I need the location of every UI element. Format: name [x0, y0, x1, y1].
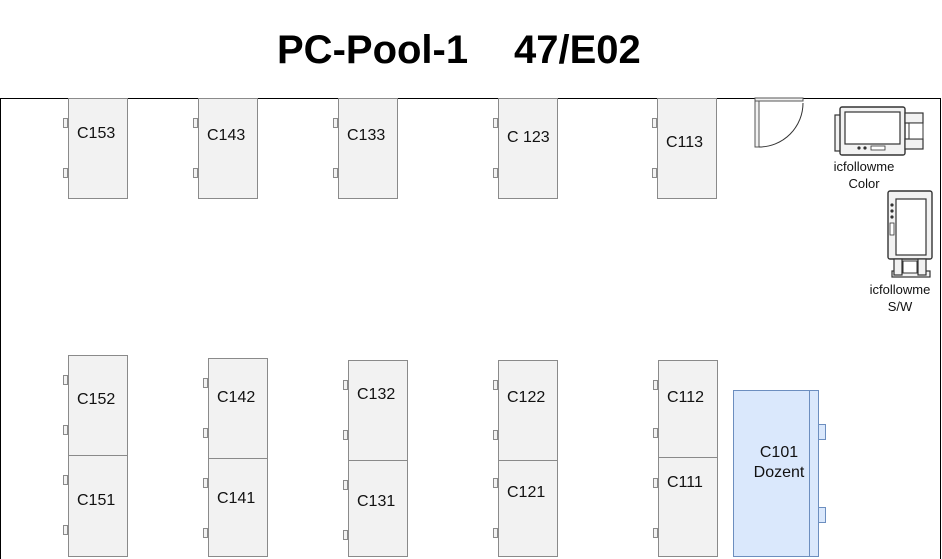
desk-label: C111: [667, 474, 703, 491]
desk-label: C152: [77, 391, 116, 408]
chair-tab: [493, 478, 498, 488]
desk-label: C141: [217, 490, 256, 507]
chair-tab: [203, 378, 208, 388]
desk-label: C151: [77, 492, 116, 509]
teacher-desk-role: Dozent: [753, 464, 805, 481]
door-icon: [754, 97, 804, 148]
room-name: PC-Pool-1: [277, 28, 469, 72]
chair-tab: [343, 480, 348, 490]
chair-tab: [493, 430, 498, 440]
desk-bottom-upper-2[interactable]: C142: [208, 358, 268, 459]
chair-tab: [818, 507, 826, 523]
desk-label: C112: [667, 389, 705, 406]
desk-label: C 123: [507, 129, 550, 146]
printer-type: Color: [848, 176, 880, 191]
desk-label: C143: [207, 127, 246, 144]
teacher-desk-id: C101: [759, 444, 799, 461]
printer-icon: [887, 190, 933, 278]
desk-top-5[interactable]: C113: [657, 98, 717, 199]
desk-bottom-lower-1[interactable]: C151: [68, 455, 128, 557]
chair-tab: [333, 118, 338, 128]
desk-top-3[interactable]: C133: [338, 98, 398, 199]
chair-tab: [493, 118, 498, 128]
printer-type: S/W: [887, 299, 913, 314]
desk-top-2[interactable]: C143: [198, 98, 258, 199]
chair-tab: [493, 168, 498, 178]
chair-tab: [343, 380, 348, 390]
desk-label: C132: [357, 386, 396, 403]
chair-tab: [333, 168, 338, 178]
teacher-desk[interactable]: C101 Dozent: [733, 390, 826, 557]
chair-tab: [343, 530, 348, 540]
chair-tab: [203, 528, 208, 538]
printer-name: icfollowme: [833, 159, 895, 174]
desk-bottom-upper-5[interactable]: C112: [658, 360, 718, 458]
desk-bottom-upper-3[interactable]: C132: [348, 360, 408, 461]
chair-tab: [653, 428, 658, 438]
room-outline: [0, 98, 941, 559]
chair-tab: [63, 425, 68, 435]
desk-label: C142: [217, 389, 256, 406]
chair-tab: [652, 168, 657, 178]
printer-label-color: icfollowme Color: [826, 158, 902, 192]
chair-tab: [63, 375, 68, 385]
chair-tab: [193, 168, 198, 178]
chair-tab: [818, 424, 826, 440]
desk-bottom-upper-1[interactable]: C152: [68, 355, 128, 456]
desk-top-4[interactable]: C 123: [498, 98, 558, 199]
chair-tab: [63, 475, 68, 485]
printer-name: icfollowme: [869, 282, 931, 297]
desk-label: C131: [357, 493, 396, 510]
desk-top-1[interactable]: C153: [68, 98, 128, 199]
chair-tab: [63, 118, 68, 128]
desk-label: C121: [507, 484, 546, 501]
printer-icon: [834, 106, 924, 156]
chair-tab: [653, 528, 658, 538]
desk-bottom-upper-4[interactable]: C122: [498, 360, 558, 461]
chair-tab: [203, 478, 208, 488]
chair-tab: [63, 168, 68, 178]
desk-bottom-lower-2[interactable]: C141: [208, 458, 268, 557]
room-number: 47/E02: [514, 28, 641, 72]
chair-tab: [63, 525, 68, 535]
page-title: PC-Pool-1 47/E02: [0, 22, 942, 78]
desk-label: C122: [507, 389, 546, 406]
chair-tab: [652, 118, 657, 128]
desk-bottom-lower-5[interactable]: C111: [658, 457, 718, 557]
chair-tab: [493, 380, 498, 390]
teacher-desk-label: C101 Dozent: [734, 443, 824, 483]
chair-tab: [653, 478, 658, 488]
chair-tab: [343, 430, 348, 440]
desk-bottom-lower-4[interactable]: C121: [498, 460, 558, 557]
chair-tab: [653, 380, 658, 390]
desk-bottom-lower-3[interactable]: C131: [348, 460, 408, 557]
desk-edge: [809, 391, 810, 556]
desk-label: C153: [77, 125, 116, 142]
chair-tab: [193, 118, 198, 128]
desk-label: C133: [347, 127, 386, 144]
printer-label-sw: icfollowme S/W: [862, 281, 938, 315]
chair-tab: [203, 428, 208, 438]
chair-tab: [493, 528, 498, 538]
desk-label: C113: [666, 134, 704, 151]
